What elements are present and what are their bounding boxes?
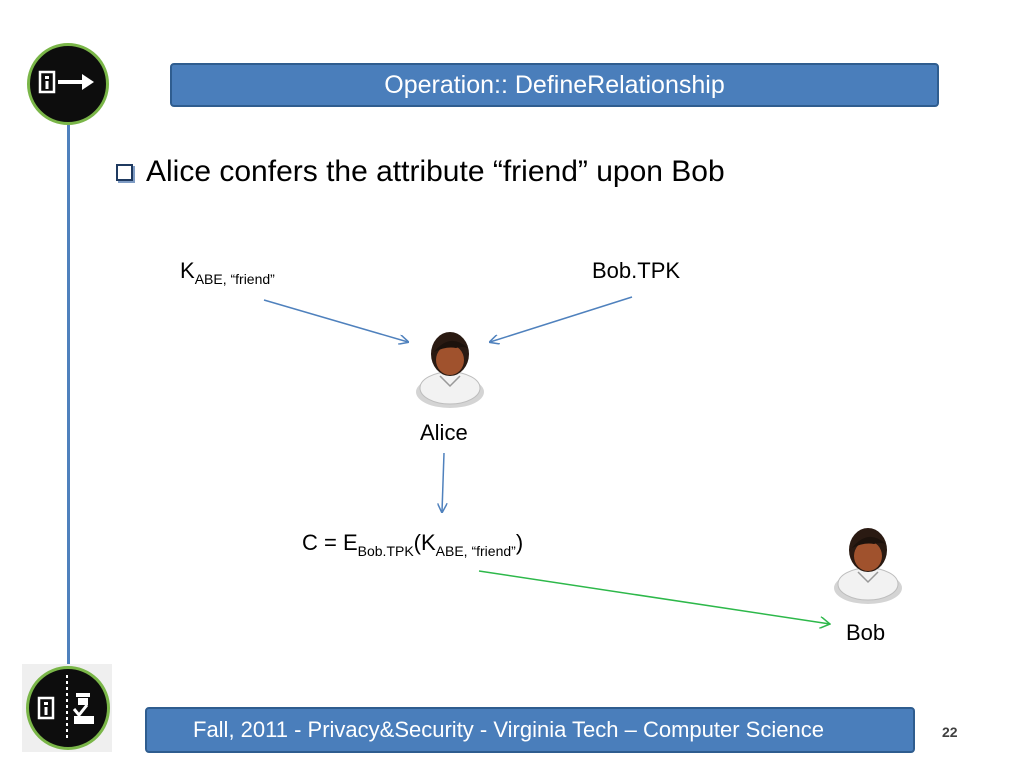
- bullet-item: Alice confers the attribute “friend” upo…: [116, 152, 725, 192]
- bob-label: Bob: [846, 620, 886, 645]
- slide-title: Operation:: DefineRelationship: [170, 63, 939, 107]
- arrow-bob-to-cipher: [478, 570, 830, 624]
- bob-tpk-label: Bob.TPK: [592, 258, 681, 283]
- ciphertext-formula: C = EBob.TPK(KABE, “friend”): [302, 530, 524, 559]
- document-arrow-icon: [27, 43, 109, 125]
- arrow-tpk-to-alice: [490, 296, 633, 342]
- page-number: 22: [942, 724, 958, 740]
- slide-footer: Fall, 2011 - Privacy&Security - Virginia…: [145, 707, 915, 753]
- document-officer-icon: [26, 666, 110, 750]
- bullet-text: Alice confers the attribute “friend” upo…: [146, 155, 725, 188]
- checkbox-bullet-icon: [116, 163, 133, 181]
- alice-person-icon: [416, 332, 484, 408]
- arrow-alice-to-cipher: [442, 452, 444, 512]
- bob-person-icon: [834, 528, 902, 604]
- arrow-key-to-alice: [263, 299, 408, 342]
- alice-label: Alice: [420, 420, 468, 445]
- sidebar-line: [67, 124, 70, 669]
- key-label: KABE, “friend”: [180, 258, 275, 287]
